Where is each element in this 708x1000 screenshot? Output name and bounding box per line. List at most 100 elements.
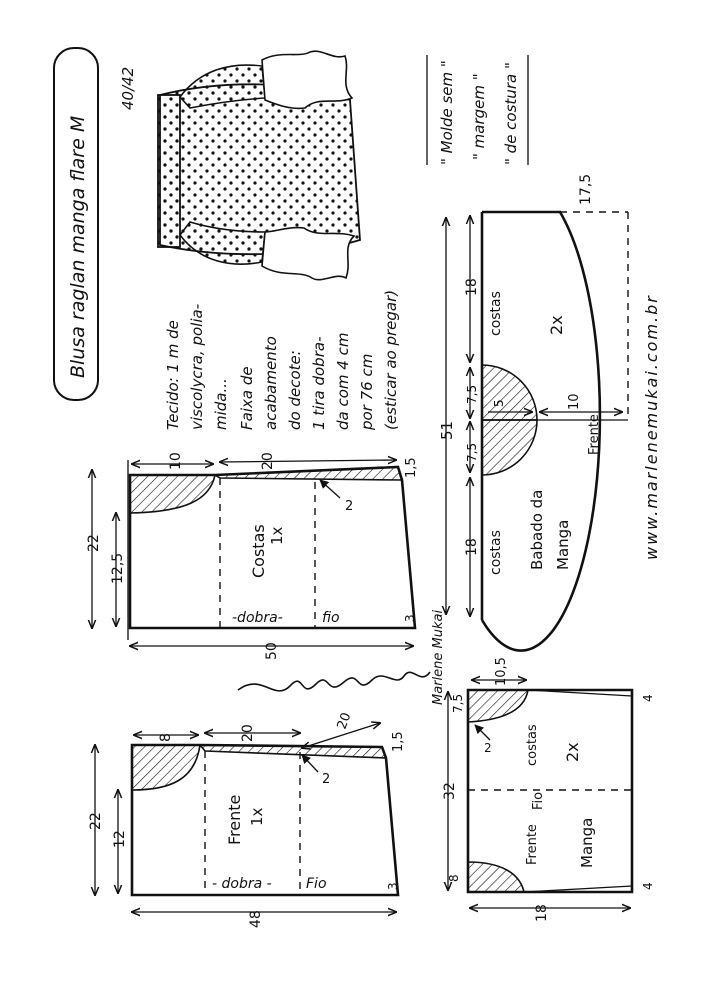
manga-hatched-top: [467, 689, 529, 723]
babado-label-2: Manga: [554, 520, 572, 570]
costas-height-total: 22: [86, 534, 102, 552]
manga-count: 2x: [563, 742, 582, 762]
costas-hem: 3: [403, 614, 417, 622]
babado-edge: 17,5: [578, 174, 594, 205]
costas-outline: [128, 465, 417, 630]
seam-note: " Molde sem " " margem " " de costura ": [426, 55, 529, 165]
babado-radius: 5: [492, 399, 506, 407]
manga-grain: Fio: [531, 792, 546, 810]
babado-depth: 10: [567, 393, 582, 410]
frente-dim-diag-top: [302, 723, 380, 748]
babado-outer-curve: [480, 210, 602, 652]
babado-half-top: 7,5: [465, 385, 479, 404]
frente-outline: [130, 743, 400, 897]
manga-back: costas: [525, 724, 540, 766]
manga-diag: 2: [484, 741, 492, 755]
frente-height-part: 12: [112, 830, 128, 848]
babado-front: Frente: [587, 414, 602, 455]
title-box: [53, 47, 99, 401]
costas-dim-top-mid: [220, 460, 396, 462]
note-line-1: " Molde sem ": [438, 60, 456, 165]
frente-top-left: 8: [158, 733, 174, 742]
frente-count: 1x: [248, 807, 266, 826]
fabric-notes: Tecido: 1 m de viscolycra, polia- mida..…: [164, 290, 400, 431]
costas-top-mid: 20: [260, 452, 276, 470]
costas-fold: -dobra-: [232, 610, 283, 626]
fabric-line-2: viscolycra, polia-: [188, 304, 206, 430]
manga-top: 10,5: [494, 657, 509, 686]
frente-diag-top: 20: [335, 711, 355, 732]
manga-label: Manga: [578, 818, 596, 868]
blouse-illustration: [157, 50, 361, 281]
babado-back-bottom: costas: [488, 530, 504, 575]
neck-band-7: (esticar ao pregar): [382, 290, 400, 430]
costas-height-part: 12,5: [110, 553, 126, 584]
frente-height-total: 22: [88, 812, 104, 830]
babado-label-1: Babado da: [528, 490, 546, 570]
manga-right-bottom: 4: [641, 882, 655, 890]
signature-text: Marlene Mukai: [431, 610, 446, 705]
fabric-line-1: Tecido: 1 m de: [164, 320, 182, 430]
frente-width: 48: [248, 910, 264, 928]
neck-band-1: Faixa de: [238, 366, 256, 430]
frente-hem: 3: [386, 882, 400, 890]
costas-grain: fio: [322, 610, 340, 626]
frente-label: Frente: [225, 795, 244, 845]
manga-front: Frente: [525, 824, 540, 865]
title-block: Blusa raglan manga flare M 40/42: [53, 47, 137, 401]
neck-band-3: do decote:: [286, 350, 304, 430]
costas-label: Costas: [249, 524, 268, 578]
frente-right-drop: 1,5: [391, 731, 406, 752]
neck-band-4: 1 tira dobra-: [310, 337, 328, 430]
manga-taper-bottom: [523, 885, 633, 893]
babado-back-top: costas: [488, 291, 504, 336]
costas-hatched-armhole: [129, 474, 216, 514]
frente-piece: Frente 1x - dobra - Fio 8 20 20 1,5 2 22…: [88, 711, 406, 928]
manga-right-top: 4: [641, 694, 655, 702]
manga-diag-arrow: [474, 724, 491, 741]
blouse-ruffle-bottom: [261, 226, 356, 281]
manga-outline: [466, 688, 634, 894]
frente-grain: Fio: [306, 876, 327, 892]
frente-diag-arrow: [301, 754, 319, 773]
costas-piece: Costas 1x -dobra- fio 10 20 1,5 2 22 12,…: [86, 452, 419, 660]
babado-half-bottom: 7,5: [465, 443, 479, 462]
blouse-ruffle-top: [261, 50, 354, 110]
signature: Marlene Mukai: [237, 610, 446, 705]
manga-taper-top: [527, 689, 633, 697]
costas-diag-arrow: [319, 479, 341, 499]
frente-diag: 2: [322, 772, 330, 787]
babado-costas-bottom: 18: [464, 538, 480, 556]
babado-costas-top: 18: [464, 278, 480, 296]
pattern-title: Blusa raglan manga flare M: [67, 116, 89, 378]
neck-band-2: acabamento: [262, 336, 280, 430]
pattern-size: 40/42: [119, 67, 137, 110]
costas-diag: 2: [345, 499, 353, 514]
signature-scribble: [237, 671, 431, 692]
costas-right-drop: 1,5: [404, 457, 419, 478]
manga-hatched-bottom: [467, 861, 525, 893]
neck-band-5: da com 4 cm: [334, 333, 352, 430]
note-line-2: " margem ": [470, 73, 488, 160]
babado-hatched-bottom: [481, 419, 538, 476]
manga-height: 32: [442, 782, 458, 800]
babado-piece: 10 5 Babado da Manga 2x costas costas Fr…: [438, 174, 629, 652]
neck-band-6: por 76 cm: [358, 354, 376, 431]
manga-piece: 2x costas Frente Manga Fio 10,5 7,5 2 4 …: [442, 657, 655, 922]
fabric-line-3: mida...: [212, 378, 230, 430]
costas-count: 1x: [268, 526, 286, 545]
babado-count: 2x: [547, 315, 566, 335]
frente-fold: - dobra -: [212, 876, 272, 892]
manga-back-drop: 7,5: [451, 694, 465, 713]
frente-hatched-armhole: [131, 744, 201, 791]
manga-width: 18: [534, 904, 550, 922]
costas-width: 50: [264, 642, 280, 660]
babado-total: 51: [438, 421, 456, 440]
blouse-waistband: [157, 94, 181, 248]
note-line-3: " de costura ": [502, 62, 520, 165]
manga-front-drop: 8: [447, 874, 461, 882]
costas-top-left: 10: [168, 452, 184, 470]
website: www.marlenemukai.com.br: [642, 294, 661, 560]
frente-top-mid: 20: [240, 724, 256, 742]
